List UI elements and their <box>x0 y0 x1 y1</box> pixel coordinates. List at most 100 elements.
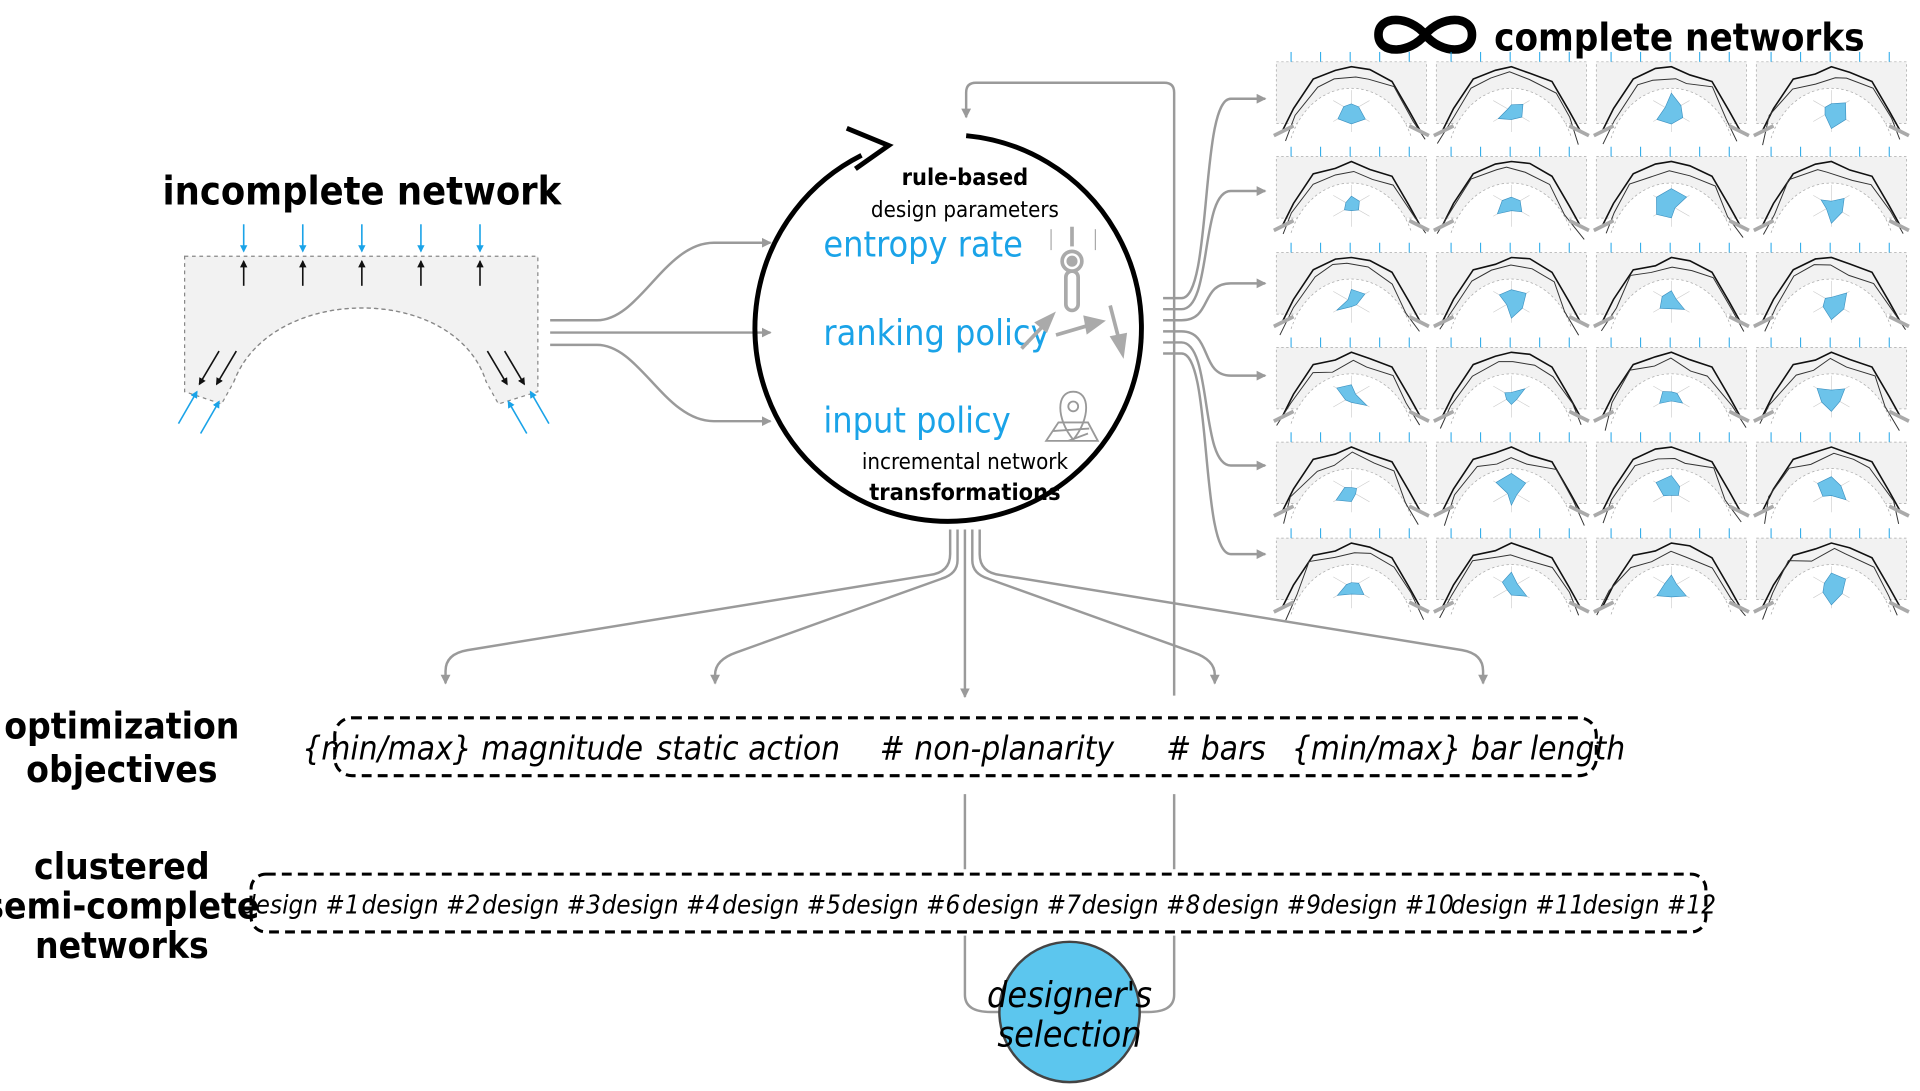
radar-chart <box>1335 487 1357 502</box>
clustered-label-line3: networks <box>35 924 209 967</box>
radar-chart <box>1495 473 1527 507</box>
designers-selection-circle[interactable] <box>998 940 1141 1084</box>
radar-chart <box>1337 103 1366 125</box>
complete-network-thumbnail <box>1753 51 1910 146</box>
design-item[interactable]: design #7 <box>962 890 1081 920</box>
objective-item: {min/max} magnitude <box>302 729 643 768</box>
selection-line2: selection <box>997 1014 1141 1055</box>
transformations-label: transformations <box>869 478 1060 506</box>
complete-network-thumbnail <box>1273 146 1430 235</box>
objectives-label-line1: optimization <box>4 705 239 748</box>
ranking-policy-label: ranking policy <box>823 313 1049 354</box>
radar-chart <box>1659 391 1684 404</box>
complete-network-thumbnail <box>1593 51 1750 145</box>
complete-networks-grid <box>1273 51 1910 621</box>
input-policy-label: input policy <box>823 400 1010 441</box>
radar-chart <box>1656 574 1687 598</box>
radar-chart <box>1336 288 1366 311</box>
complete-network-thumbnail <box>1433 528 1590 619</box>
radar-chart <box>1344 195 1360 212</box>
design-item[interactable]: design #5 <box>722 890 841 920</box>
objective-arrows <box>440 529 1488 699</box>
radar-chart <box>1822 292 1848 321</box>
complete-network-thumbnail <box>1273 528 1430 621</box>
complete-network-thumbnail <box>1273 432 1430 525</box>
design-item[interactable]: design #12 <box>1582 890 1716 920</box>
radar-chart <box>1655 475 1681 497</box>
design-item[interactable]: design #6 <box>842 890 961 920</box>
output-arrow <box>1163 341 1267 471</box>
complete-network-thumbnail <box>1593 242 1750 332</box>
radar-chart <box>1659 290 1686 310</box>
entropy-rate-label: entropy rate <box>823 224 1023 265</box>
arrows-icon <box>1020 305 1128 359</box>
clustered-label-line2: semi-complete <box>0 884 259 927</box>
complete-network-thumbnail <box>1593 337 1750 431</box>
complete-network-thumbnail <box>1433 51 1590 145</box>
complete-network-thumbnail <box>1433 337 1590 429</box>
design-cycle <box>752 125 1144 524</box>
complete-network-thumbnail <box>1433 242 1590 336</box>
radar-chart <box>1822 572 1847 606</box>
complete-network-thumbnail <box>1433 432 1590 526</box>
incomplete-network-drawing <box>177 224 550 434</box>
complete-network-thumbnail <box>1593 432 1750 524</box>
infinity-icon <box>1374 15 1477 54</box>
design-item[interactable]: design #10 <box>1320 890 1454 920</box>
incomplete-network-title: incomplete network <box>162 169 562 215</box>
radar-chart <box>1497 104 1524 120</box>
radar-chart <box>1336 582 1365 596</box>
map-pin-icon <box>1044 390 1100 442</box>
complete-network-thumbnail <box>1753 432 1910 524</box>
incremental-network-label: incremental network <box>862 449 1069 475</box>
output-arrow <box>1163 330 1267 381</box>
complete-network-thumbnail <box>1593 528 1750 617</box>
design-parameters-label: design parameters <box>871 197 1059 223</box>
radar-chart <box>1656 92 1684 125</box>
complete-network-thumbnail <box>1593 146 1750 238</box>
radar-chart <box>1816 387 1846 412</box>
objectives-box <box>333 716 1598 778</box>
radar-chart <box>1824 102 1847 129</box>
design-item[interactable]: design #2 <box>362 890 481 920</box>
radar-chart <box>1817 476 1847 501</box>
output-arrow <box>1163 352 1267 560</box>
design-item[interactable]: design #8 <box>1082 890 1201 920</box>
input-arrows <box>550 237 772 427</box>
design-item[interactable]: design #1 <box>241 890 360 920</box>
objective-item: static action <box>657 729 841 768</box>
complete-networks-title: complete networks <box>1494 16 1864 60</box>
objective-item: {min/max} bar length <box>1292 729 1625 768</box>
rule-based-label: rule-based <box>902 163 1029 191</box>
output-arrow <box>1163 186 1267 311</box>
connector <box>963 935 1000 1014</box>
complete-network-thumbnail <box>1753 242 1910 332</box>
radar-chart <box>1496 196 1523 215</box>
clustered-label-line1: clustered <box>34 845 210 888</box>
output-arrow <box>1163 278 1267 322</box>
complete-network-thumbnail <box>1433 146 1590 240</box>
radar-chart <box>1501 571 1528 597</box>
complete-network-thumbnail <box>1273 242 1430 336</box>
objective-item: # non-planarity <box>880 729 1116 768</box>
feedback-loop-arrow <box>961 81 1176 696</box>
design-item[interactable]: design #4 <box>602 890 721 920</box>
selection-line1: designer's <box>987 975 1152 1016</box>
radar-chart <box>1656 188 1688 219</box>
complete-network-thumbnail <box>1273 337 1430 426</box>
radar-chart <box>1336 384 1368 407</box>
design-item[interactable]: design #9 <box>1202 890 1321 920</box>
complete-network-thumbnail <box>1753 146 1910 235</box>
complete-network-thumbnail <box>1273 51 1430 142</box>
design-item[interactable]: design #3 <box>482 890 601 920</box>
connector <box>1139 935 1176 1014</box>
radar-chart <box>1504 388 1526 405</box>
output-arrow <box>1163 93 1267 300</box>
objective-item: # bars <box>1166 729 1266 768</box>
objectives-label-line2: objectives <box>26 748 217 791</box>
design-item[interactable]: design #11 <box>1451 890 1585 920</box>
radar-chart <box>1498 289 1527 319</box>
radar-chart <box>1820 198 1845 224</box>
clustered-box <box>249 872 1708 934</box>
